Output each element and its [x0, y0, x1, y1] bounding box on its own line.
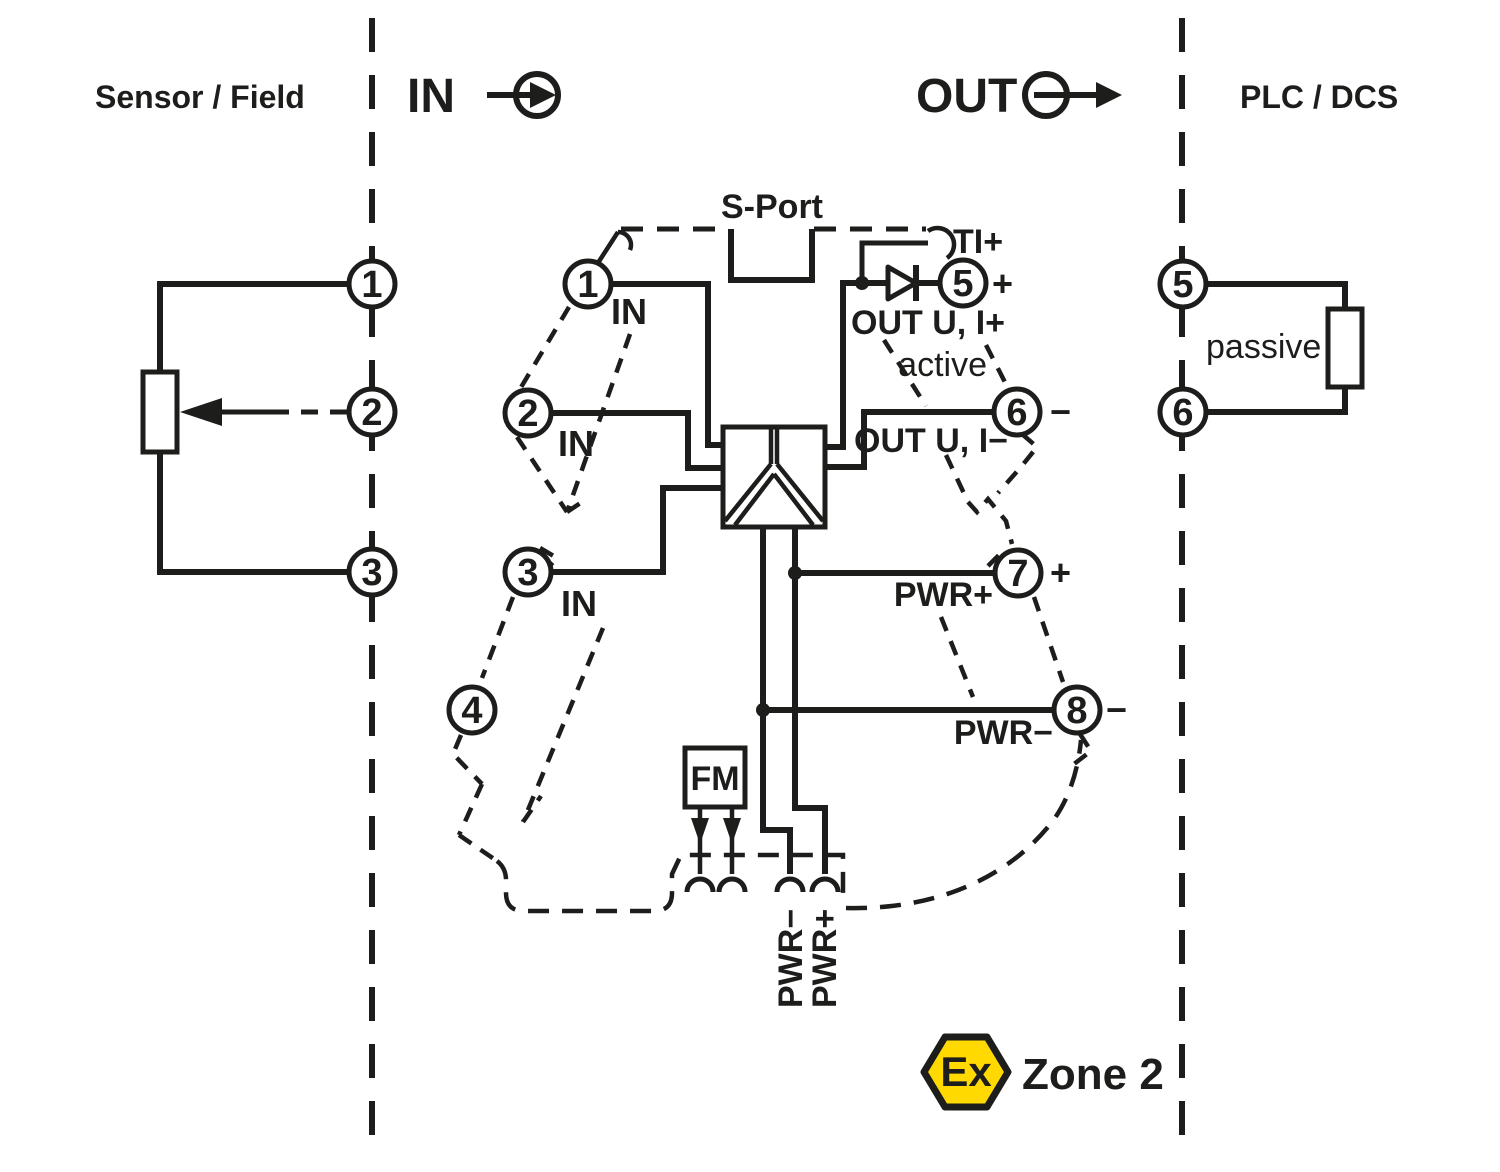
- fm-arrow-down-icon: [723, 818, 741, 844]
- ex-icon-text: Ex: [940, 1048, 992, 1095]
- out-u-i-plus-label: OUT U, I+: [851, 304, 1005, 342]
- housing-outline-left: [495, 852, 846, 914]
- potentiometer-circuit: [140, 281, 349, 575]
- svg-text:4: 4: [461, 690, 482, 732]
- input-terminal-4: 4: [446, 684, 498, 736]
- output-terminal-8: 8: [1051, 684, 1103, 736]
- fm-module: FM: [682, 745, 748, 874]
- output-terminal-6: 6: [991, 386, 1043, 438]
- input-connector-outlines: [450, 305, 633, 863]
- svg-text:1: 1: [361, 264, 382, 306]
- out-u-i-minus-label: OUT U, I−: [854, 422, 1008, 460]
- plc-terminal-6: 6: [1157, 386, 1209, 438]
- output-wire-6: [825, 409, 994, 470]
- sensor-field-label: Sensor / Field: [95, 79, 305, 115]
- output-connector-outlines: [882, 338, 1095, 766]
- plc-wire-6: [1206, 387, 1348, 415]
- input-wire-3: [551, 485, 723, 575]
- output-terminal-5: 5: [937, 257, 989, 309]
- field-terminal-2: 2: [346, 386, 398, 438]
- plc-dcs-label: PLC / DCS: [1240, 79, 1398, 115]
- plc-terminal-5: 5: [1157, 258, 1209, 310]
- svg-text:1: 1: [577, 264, 598, 306]
- terminal1-plug-hook-icon: [594, 229, 634, 268]
- svg-text:5: 5: [1172, 264, 1193, 306]
- ex-zone-badge: Ex Zone 2: [920, 1033, 1164, 1111]
- fm-pins: [697, 807, 735, 874]
- ti-plug-hook-icon: [926, 225, 957, 260]
- field-terminal-3: 3: [346, 546, 398, 598]
- plc-passive-load: passive: [1206, 281, 1365, 415]
- field-terminal-1: 1: [346, 258, 398, 310]
- s-port-connector: [728, 229, 815, 283]
- pwr-minus-plug-label: PWR−: [772, 909, 810, 1008]
- plc-wire-5: [1206, 281, 1348, 309]
- active-label: active: [898, 346, 987, 384]
- polarity-minus-8: −: [1106, 689, 1127, 730]
- pwr-minus-label: PWR−: [954, 714, 1053, 752]
- input-wire-2: [551, 410, 723, 471]
- svg-text:6: 6: [1006, 392, 1027, 434]
- s-port-group: S-Port: [621, 188, 926, 283]
- pwr-plus-plug-label: PWR+: [806, 909, 844, 1008]
- ti-branch-wire: [859, 240, 928, 283]
- svg-text:2: 2: [517, 393, 538, 435]
- passive-load-resistor: [1325, 306, 1365, 390]
- svg-text:6: 6: [1172, 392, 1193, 434]
- potentiometer-symbol: [140, 369, 180, 455]
- svg-text:3: 3: [517, 552, 538, 594]
- in-label-2: IN: [558, 423, 594, 464]
- wiper-arrow-icon: [180, 398, 222, 426]
- svg-text:2: 2: [361, 392, 382, 434]
- polarity-plus-5: +: [992, 263, 1013, 304]
- input-terminal-3: 3: [502, 546, 554, 598]
- pwr-plus-wire: [792, 527, 828, 874]
- passive-label: passive: [1206, 328, 1321, 366]
- svg-text:7: 7: [1007, 553, 1028, 595]
- fm-arrow-down-icon: [691, 818, 709, 844]
- input-wire-1: [611, 281, 723, 448]
- in-label-1: IN: [611, 291, 647, 332]
- zone-2-label: Zone 2: [1022, 1050, 1164, 1099]
- fm-label: FM: [690, 760, 739, 798]
- isolator-module: [720, 424, 828, 530]
- housing-outline-right: [845, 739, 1084, 911]
- field-wire-1: [157, 281, 349, 372]
- in-header-label: IN: [407, 70, 455, 123]
- junction-dot-pwr-plus: [788, 566, 802, 580]
- junction-dot-pwr-minus: [756, 703, 770, 717]
- s-port-label: S-Port: [721, 188, 823, 226]
- diode-icon: [885, 264, 941, 302]
- ti-plus-label: TI+: [953, 223, 1003, 261]
- pwr-minus-wire: [760, 527, 793, 874]
- ex-hexagon-icon: [920, 1033, 1012, 1111]
- field-wire-3: [157, 452, 349, 575]
- in-label-3: IN: [561, 583, 597, 624]
- pwr-plus-label: PWR+: [894, 576, 993, 614]
- output-terminal-7: 7: [992, 547, 1044, 599]
- out-flow-icon: [1022, 71, 1122, 119]
- in-flow-icon: [487, 71, 561, 119]
- svg-text:3: 3: [361, 552, 382, 594]
- plug-socket-icons: [684, 876, 841, 893]
- input-terminal-1: 1: [562, 258, 614, 310]
- svg-text:8: 8: [1066, 690, 1087, 732]
- svg-text:5: 5: [952, 263, 973, 305]
- polarity-minus-6: −: [1050, 391, 1071, 432]
- out-header-label: OUT: [916, 70, 1017, 123]
- polarity-plus-7: +: [1050, 552, 1071, 593]
- input-terminal-2: 2: [502, 387, 554, 439]
